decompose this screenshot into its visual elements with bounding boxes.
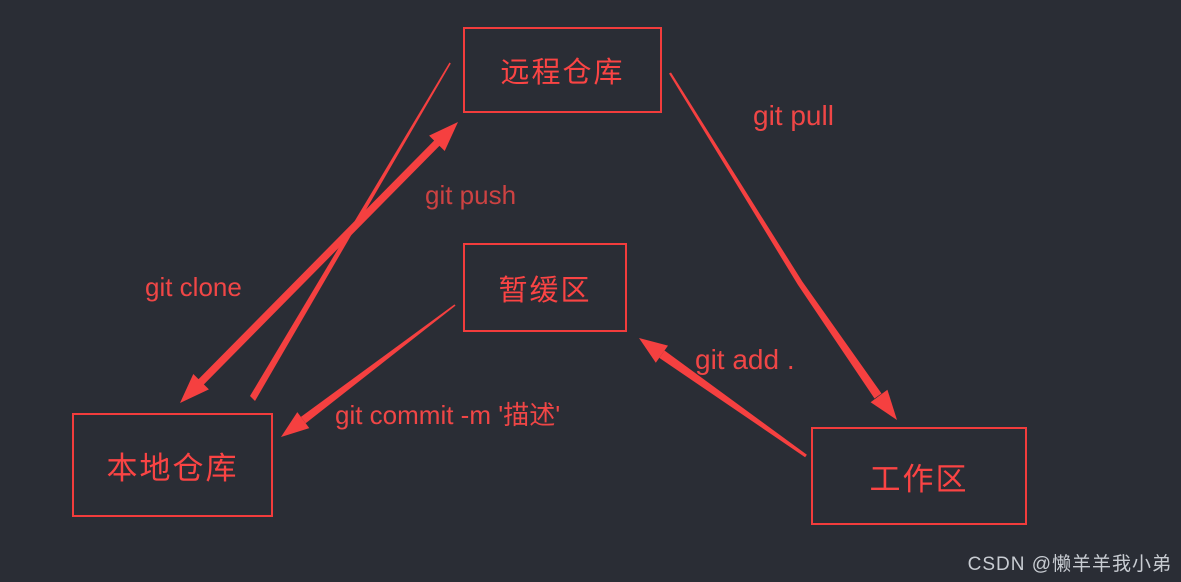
git-clone-label: git clone: [145, 272, 242, 302]
node-local-repo: 本地仓库: [72, 413, 273, 517]
node-local-repo-label: 本地仓库: [106, 450, 239, 486]
node-staging-area: 暂缓区: [463, 243, 627, 332]
node-staging-area-label: 暂缓区: [498, 274, 592, 307]
git-push-clone-double-arrow: [180, 122, 458, 403]
git-push-label: git push: [425, 180, 517, 210]
git-pull-label: git pull: [753, 100, 834, 131]
git-clone-thin-line: [250, 62, 451, 401]
git-commit-label: git commit -m '描述': [335, 400, 561, 430]
node-remote-repo: 远程仓库: [463, 27, 662, 113]
watermark: CSDN @懒羊羊我小弟: [967, 554, 1172, 575]
node-workspace: 工作区: [811, 427, 1027, 525]
git-add-label: git add .: [695, 344, 795, 375]
node-workspace-label: 工作区: [869, 461, 969, 497]
node-remote-repo-label: 远程仓库: [500, 57, 625, 89]
